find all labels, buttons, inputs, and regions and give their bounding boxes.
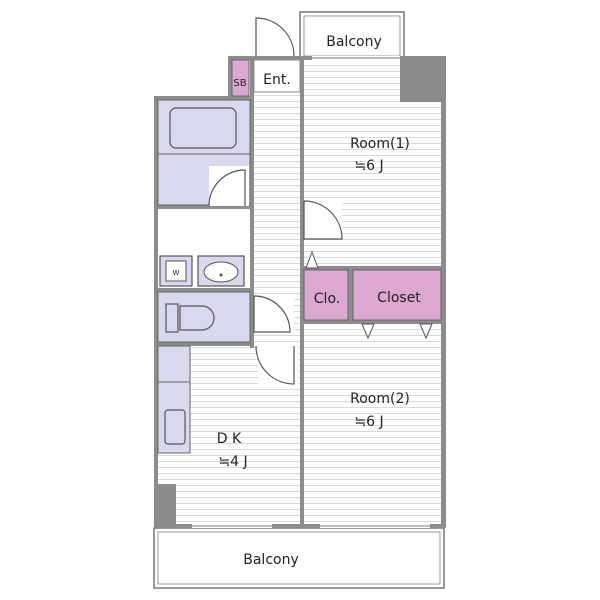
toilet-tank-icon: [165, 303, 179, 333]
entrance-label: Ent.: [263, 72, 291, 88]
toilet-door-swing: [253, 295, 291, 333]
room1-size: ≒6 J: [354, 158, 383, 174]
dk-door-swing: [255, 345, 295, 385]
entrance-area: [253, 59, 301, 93]
room2-name: Room(2): [350, 391, 410, 407]
shoe-box: [231, 59, 250, 97]
sb-label: SB: [233, 78, 246, 89]
balcony-top-label: Balcony: [326, 34, 382, 50]
washer-mark: W: [173, 269, 180, 277]
bathroom-door-swing: [208, 169, 246, 207]
closet: [352, 269, 442, 321]
room2-floor: [304, 324, 441, 524]
toilet-bowl-icon: [179, 305, 215, 331]
dk-size: ≒4 J: [218, 454, 247, 470]
bathtub-icon: [169, 107, 237, 149]
small-closet: [303, 269, 349, 321]
room1-name: Room(1): [350, 136, 410, 152]
entrance-door-swing: [255, 17, 295, 57]
walls: [154, 56, 446, 528]
balcony-bottom: [153, 527, 445, 589]
small-closet-label: Clo.: [314, 291, 340, 307]
dk-name: D K: [217, 431, 242, 447]
small-closet-door: [305, 250, 319, 269]
balcony-bottom-label: Balcony: [243, 552, 299, 568]
openings: [192, 56, 430, 528]
kitchen-sink-icon: [164, 409, 186, 445]
room2-size: ≒6 J: [354, 414, 383, 430]
balcony-top: [299, 11, 405, 59]
closet-door-right: [419, 323, 433, 340]
closet-label: Closet: [377, 290, 421, 306]
room1-door-swing: [303, 200, 343, 240]
closet-door-left: [361, 323, 375, 340]
